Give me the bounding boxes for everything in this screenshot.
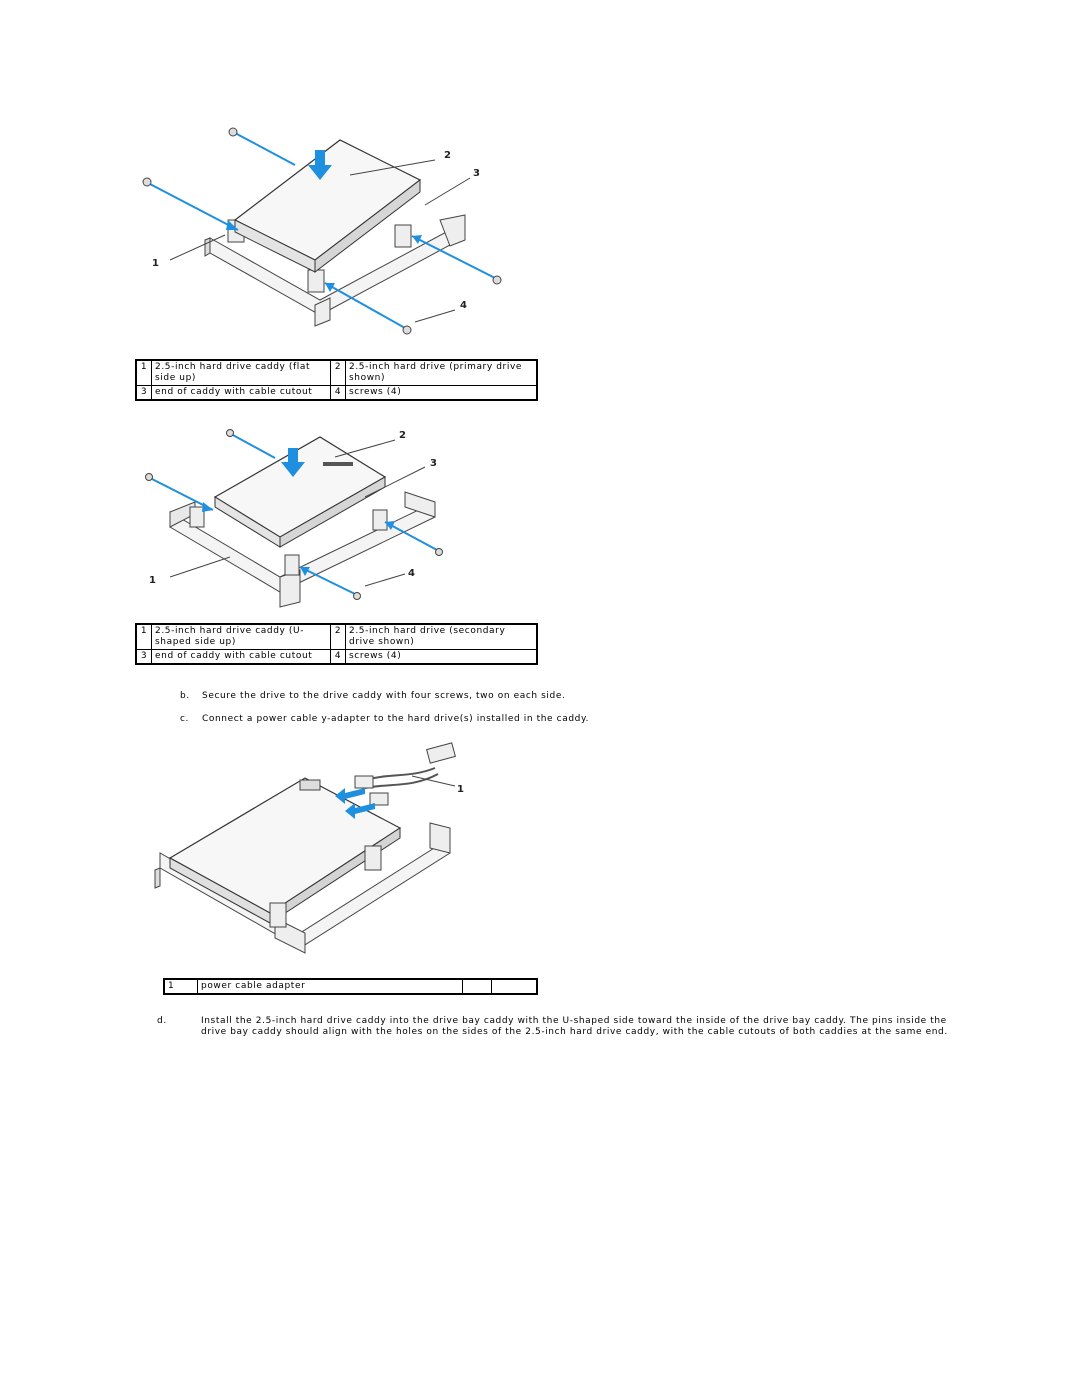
figure-3-callout-1: 1	[457, 784, 464, 795]
step-text: Install the 2.5-inch hard drive caddy in…	[201, 1016, 948, 1037]
step-letter: d.	[157, 1016, 167, 1026]
figure-2-callout-3: 3	[430, 458, 437, 469]
legend-description: 2.5-inch hard drive caddy (flat side up)	[151, 359, 331, 386]
figure-2-callout-1: 1	[149, 575, 156, 586]
legend-number: 4	[330, 649, 346, 665]
legend-description: 2.5-inch hard drive caddy (U-shaped side…	[151, 623, 331, 650]
legend-description: 2.5-inch hard drive (primary drive shown…	[345, 359, 538, 386]
legend-number: 1	[135, 623, 152, 650]
legend-description: screws (4)	[345, 385, 538, 401]
legend-description: end of caddy with cable cutout	[151, 385, 331, 401]
legend-number	[462, 978, 492, 995]
legend-number: 1	[135, 359, 152, 386]
step-c: c. Connect a power cable y-adapter to the…	[180, 714, 780, 725]
step-text: Connect a power cable y-adapter to the h…	[202, 714, 590, 724]
legend-description: end of caddy with cable cutout	[151, 649, 331, 665]
figure-2-illustration: 1 2 3 4	[135, 422, 515, 610]
table-row: 1 2.5-inch hard drive caddy (U-shaped si…	[135, 623, 538, 650]
figure-1-illustration: 1 2 3 4	[130, 120, 510, 340]
legend-number: 3	[135, 649, 152, 665]
figure-1-legend-table: 1 2.5-inch hard drive caddy (flat side u…	[135, 359, 538, 401]
legend-number: 2	[330, 359, 346, 386]
figure-1-callout-1: 1	[152, 258, 159, 269]
table-row: 1 power cable adapter	[163, 978, 538, 995]
step-letter: c.	[180, 714, 190, 724]
figure-1-callout-2: 2	[444, 150, 451, 161]
figure-3-legend-table: 1 power cable adapter	[163, 978, 538, 995]
legend-description	[491, 978, 538, 995]
legend-description: power cable adapter	[197, 978, 463, 995]
figure-1-callout-4: 4	[460, 300, 467, 311]
legend-description: screws (4)	[345, 649, 538, 665]
table-row: 1 2.5-inch hard drive caddy (flat side u…	[135, 359, 538, 386]
step-b: b. Secure the drive to the drive caddy wi…	[180, 691, 780, 702]
table-row: 3 end of caddy with cable cutout 4 screw…	[135, 649, 538, 665]
step-text: Secure the drive to the drive caddy with…	[202, 691, 566, 701]
figure-2-legend-table: 1 2.5-inch hard drive caddy (U-shaped si…	[135, 623, 538, 665]
legend-number: 2	[330, 623, 346, 650]
step-d: d. Install the 2.5-inch hard drive caddy …	[157, 1016, 951, 1038]
figure-3-illustration: 1	[150, 738, 480, 960]
legend-number: 3	[135, 385, 152, 401]
table-row: 3 end of caddy with cable cutout 4 screw…	[135, 385, 538, 401]
legend-number: 1	[163, 978, 198, 995]
legend-number: 4	[330, 385, 346, 401]
legend-description: 2.5-inch hard drive (secondary drive sho…	[345, 623, 538, 650]
step-letter: b.	[180, 691, 190, 701]
figure-2-callout-4: 4	[408, 568, 415, 579]
figure-2-callout-2: 2	[399, 430, 406, 441]
figure-1-callout-3: 3	[473, 168, 480, 179]
